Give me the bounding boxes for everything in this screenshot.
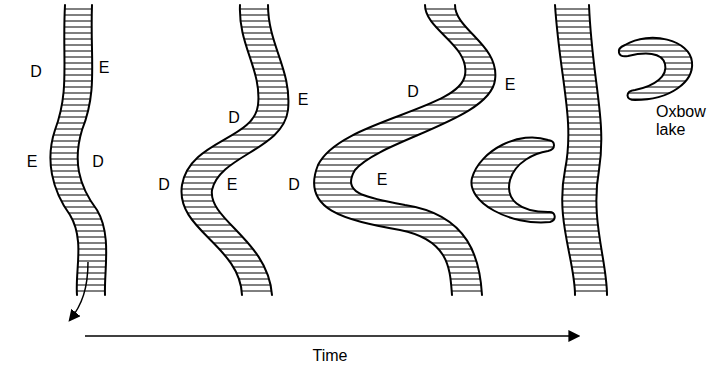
deposition-label: D [407,83,419,101]
channel-water [555,5,607,295]
erosion-label: E [27,153,38,171]
time-label: Time [313,347,348,365]
river-bank [589,5,607,295]
erosion-label: E [99,59,110,77]
river-bank [351,5,495,295]
erosion-label: E [298,91,309,109]
oxbow-lake-label: Oxbow lake [656,103,710,140]
river-bank [50,5,78,295]
flow-arrow [70,262,88,320]
river-stage-2 [181,5,288,295]
deposition-label: D [30,63,42,81]
channel-water [181,5,288,295]
river-stage-3 [314,5,495,295]
oxbow-lake-shape [471,137,554,222]
erosion-label: E [377,171,388,189]
river-bank [314,5,465,295]
deposition-label: D [158,176,170,194]
erosion-label: E [227,176,238,194]
river-bank [212,5,289,295]
deposition-label: D [288,176,300,194]
river-bank [78,5,107,295]
erosion-label: E [505,76,516,94]
river-bank [181,5,258,295]
river-bank [555,5,575,295]
oxbow-lake-shape [619,38,692,100]
river-stage-1 [50,5,106,320]
river-stage-4 [471,5,692,295]
channel-water [50,5,106,295]
deposition-label: D [92,153,104,171]
time-arrow [85,335,578,337]
deposition-label: D [228,109,240,127]
channel-water [314,5,495,295]
